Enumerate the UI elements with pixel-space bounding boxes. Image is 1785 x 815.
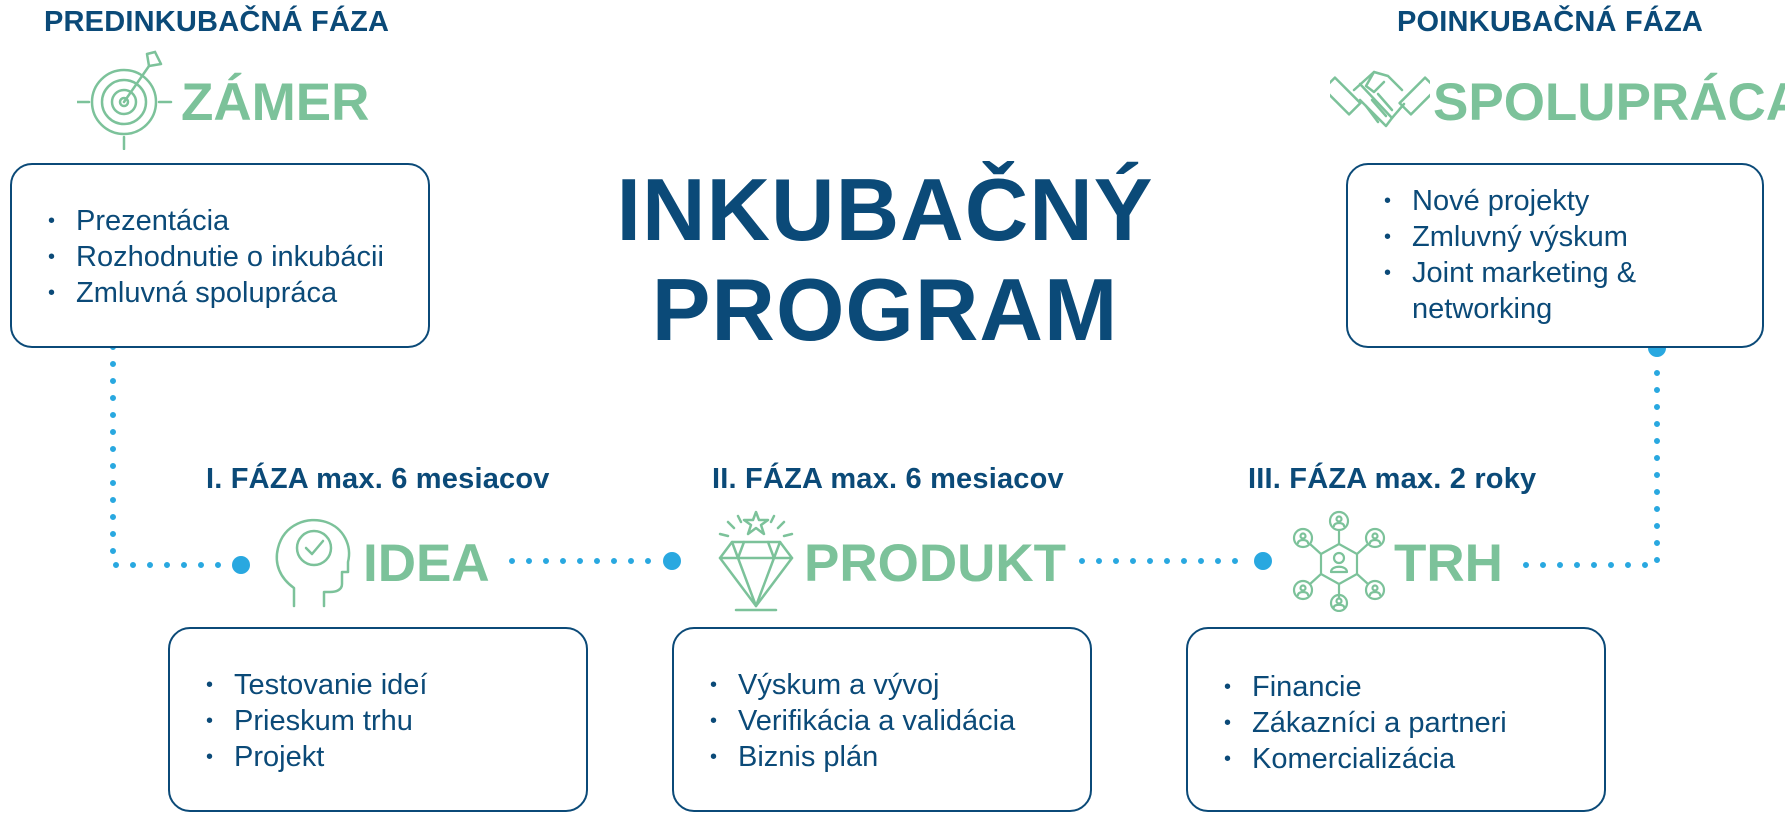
network-icon <box>1292 510 1386 612</box>
list-item: Verifikácia a validácia <box>708 703 1090 739</box>
trh-box: Financie Zákazníci a partneri Komerciali… <box>1186 627 1606 812</box>
pre-phase-label: PREDINKUBAČNÁ FÁZA <box>44 6 390 38</box>
list-item: Biznis plán <box>708 739 1090 775</box>
spolupraca-box: Nové projekty Zmluvný výskum Joint marke… <box>1346 163 1764 348</box>
list-item: Zákazníci a partneri <box>1222 705 1604 741</box>
list-item: Testovanie ideí <box>204 667 586 703</box>
main-title-line-1: INKUBAČNÝ <box>616 160 1154 259</box>
produkt-title: PRODUKT <box>804 534 1067 593</box>
connector-dot-trh <box>1254 552 1272 570</box>
connector-trh-to-spolupraca <box>1523 359 1660 568</box>
list-item: Komercializácia <box>1222 741 1604 777</box>
list-item: Joint marketing & networking <box>1382 255 1682 327</box>
list-item: Zmluvná spolupráca <box>46 275 428 311</box>
list-item: Rozhodnutie o inkubácii <box>46 239 428 275</box>
list-item: Projekt <box>204 739 586 775</box>
trh-title: TRH <box>1394 534 1503 593</box>
zamer-box: Prezentácia Rozhodnutie o inkubácii Zmlu… <box>10 163 430 348</box>
target-icon <box>77 50 173 150</box>
idea-list: Testovanie ideí Prieskum trhu Projekt <box>204 667 586 775</box>
phase-3-label: III. FÁZA max. 2 roky <box>1248 463 1537 495</box>
list-item: Financie <box>1222 669 1604 705</box>
main-title-line-2: PROGRAM <box>651 260 1119 359</box>
list-item: Výskum a vývoj <box>708 667 1090 703</box>
connector-dot-idea <box>232 556 250 574</box>
list-item: Nové projekty <box>1382 183 1682 219</box>
phase-2-label: II. FÁZA max. 6 mesiacov <box>712 463 1064 495</box>
produkt-list: Výskum a vývoj Verifikácia a validácia B… <box>708 667 1090 775</box>
idea-box: Testovanie ideí Prieskum trhu Projekt <box>168 627 588 812</box>
post-phase-label: POINKUBAČNÁ FÁZA <box>1397 6 1704 38</box>
head-check-icon <box>272 514 354 608</box>
spolupraca-title: SPOLUPRÁCA <box>1433 73 1785 132</box>
idea-title: IDEA <box>363 534 490 593</box>
list-item: Prezentácia <box>46 203 428 239</box>
zamer-title: ZÁMER <box>181 73 370 132</box>
connector-zamer-to-idea <box>110 344 225 568</box>
phase-1-label: I. FÁZA max. 6 mesiacov <box>206 463 550 495</box>
zamer-list: Prezentácia Rozhodnutie o inkubácii Zmlu… <box>46 203 428 311</box>
list-item: Zmluvný výskum <box>1382 219 1682 255</box>
handshake-icon <box>1330 56 1430 146</box>
trh-list: Financie Zákazníci a partneri Komerciali… <box>1222 669 1604 777</box>
main-title: INKUBAČNÝ PROGRAM <box>560 160 1210 360</box>
produkt-box: Výskum a vývoj Verifikácia a validácia B… <box>672 627 1092 812</box>
list-item: Prieskum trhu <box>204 703 586 739</box>
spolupraca-list: Nové projekty Zmluvný výskum Joint marke… <box>1382 183 1682 327</box>
connector-dot-produkt <box>663 552 681 570</box>
diamond-icon <box>714 508 798 612</box>
